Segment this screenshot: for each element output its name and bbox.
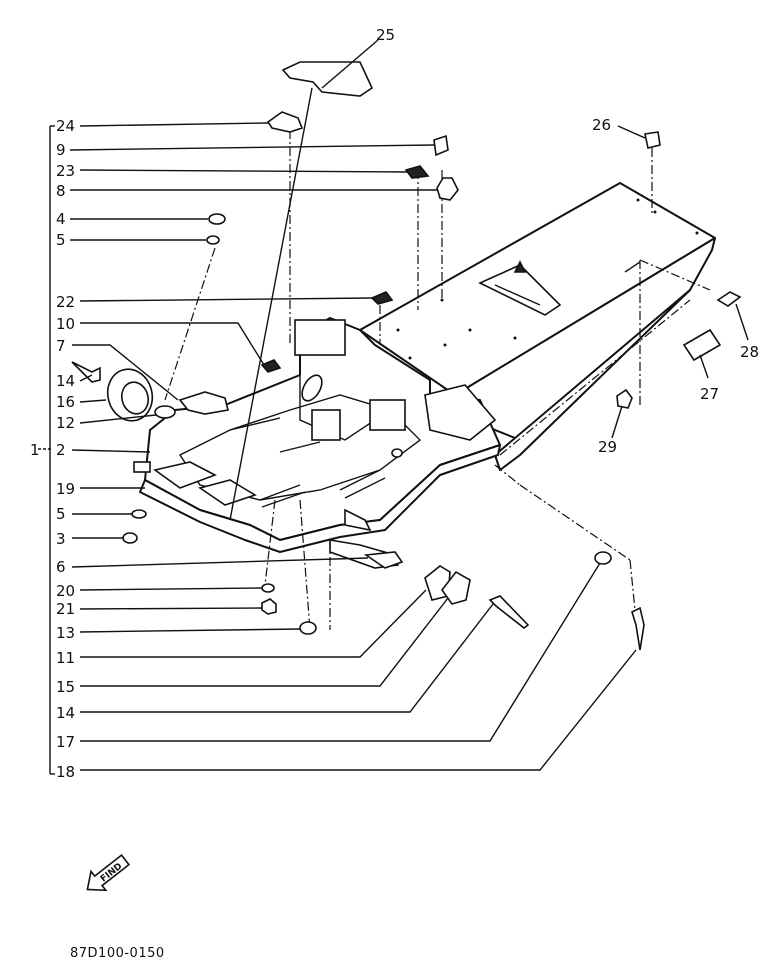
callout-9: 9 xyxy=(56,141,66,159)
callout-3: 3 xyxy=(56,530,66,548)
callout-14-low: 14 xyxy=(56,704,75,722)
callout-29: 29 xyxy=(598,438,617,456)
part-18-pin xyxy=(631,606,645,651)
group-bracket xyxy=(38,125,55,775)
frame-hatching xyxy=(229,417,386,508)
callout-4: 4 xyxy=(56,210,66,228)
part-21-nut xyxy=(261,598,277,615)
callout-8: 8 xyxy=(56,182,66,200)
frame-assembly xyxy=(139,182,716,569)
part-17-cap xyxy=(594,551,612,565)
part-25-cover xyxy=(281,61,374,97)
callout-10: 10 xyxy=(56,315,75,333)
part-5-washer-top xyxy=(206,235,220,245)
callout-27: 27 xyxy=(700,385,719,403)
callout-24: 24 xyxy=(56,117,75,135)
callout-28: 28 xyxy=(740,343,759,361)
part-14-screw xyxy=(488,595,530,630)
callout-20: 20 xyxy=(56,582,75,600)
callouts: 1 2 3 4 5 5 6 7 8 9 10 11 12 13 14 14 15… xyxy=(30,26,759,781)
callout-15: 15 xyxy=(56,678,75,696)
part-5-washer-low xyxy=(131,509,147,519)
callout-19: 19 xyxy=(56,480,75,498)
part-24-pad xyxy=(266,111,304,133)
callout-14-left: 14 xyxy=(56,372,75,390)
part-15-damper xyxy=(441,570,471,605)
part-23-pad xyxy=(404,165,430,179)
callout-11: 11 xyxy=(56,649,75,667)
part-28-clip xyxy=(716,291,742,307)
part-4-washer xyxy=(208,213,226,225)
part-7-bracket xyxy=(178,391,229,415)
part-6-strap xyxy=(363,551,404,569)
parts xyxy=(71,61,742,651)
leader-lines xyxy=(69,39,749,771)
callout-25: 25 xyxy=(376,26,395,44)
callout-5-top: 5 xyxy=(56,231,66,249)
callout-21: 21 xyxy=(56,600,75,618)
part-27-label xyxy=(682,328,722,362)
diagram-code: 87D100-0150 xyxy=(70,946,165,961)
callout-5-low: 5 xyxy=(56,505,66,523)
callout-7: 7 xyxy=(56,337,66,355)
find-badge: FIND xyxy=(86,854,131,892)
part-22-pad xyxy=(370,291,394,305)
part-20-washer xyxy=(261,583,275,593)
part-9-grommet xyxy=(433,134,449,157)
part-10-pad xyxy=(260,359,282,373)
callout-23: 23 xyxy=(56,162,75,180)
part-13-grommet xyxy=(299,621,317,635)
reference-lines xyxy=(164,130,711,631)
part-12-ring xyxy=(154,405,176,419)
callout-22: 22 xyxy=(56,293,75,311)
callout-13: 13 xyxy=(56,624,75,642)
part-19-bumper xyxy=(133,461,151,473)
callout-1: 1 xyxy=(30,441,40,459)
callout-26: 26 xyxy=(592,116,611,134)
callout-6: 6 xyxy=(56,558,66,576)
part-14-bolt-left xyxy=(71,361,101,383)
callout-2: 2 xyxy=(56,441,66,459)
part-26-cap xyxy=(644,131,661,149)
callout-18: 18 xyxy=(56,763,75,781)
callout-16: 16 xyxy=(56,393,75,411)
part-3-nut xyxy=(122,532,138,544)
part-29-nut xyxy=(616,388,633,409)
callout-17: 17 xyxy=(56,733,75,751)
callout-12: 12 xyxy=(56,414,75,432)
part-8-clip xyxy=(436,177,459,201)
